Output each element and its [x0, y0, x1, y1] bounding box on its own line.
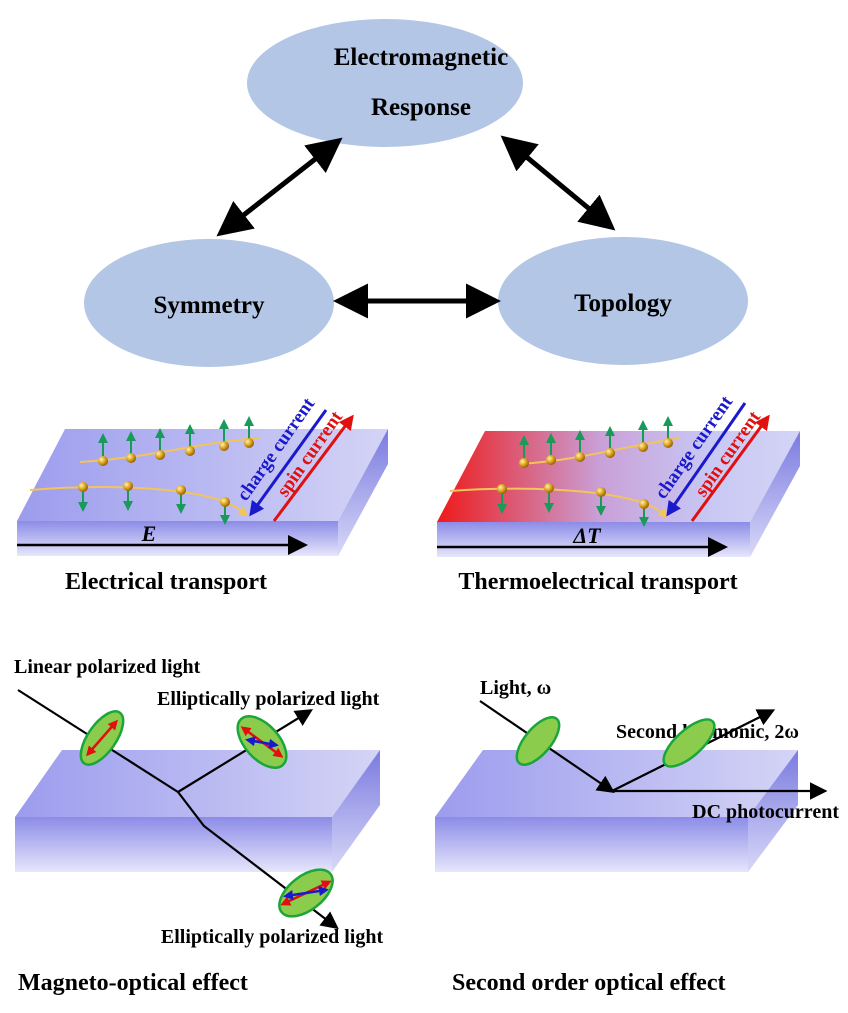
topology-node: [498, 237, 748, 365]
second-harmonic-ellipse: [662, 718, 716, 768]
electron: [98, 456, 108, 466]
concept-triangle: Electromagnetic Response Symmetry Topolo…: [84, 19, 748, 367]
electron: [605, 448, 615, 458]
charge-current-arrow: [666, 402, 747, 517]
dc-photocurrent-label: DC photocurrent: [692, 801, 839, 823]
electron-trajectory-top: [519, 437, 681, 465]
spin-current-arrow: [272, 414, 354, 522]
slab-front: [435, 817, 748, 872]
second-order-optical-panel: Light, ω Second harmonic, 2ω DC photocur…: [435, 677, 839, 996]
reflected-light-label: Elliptically polarized light: [157, 688, 380, 710]
polarization-arrow-blue: [283, 886, 329, 900]
symmetry-label: Symmetry: [153, 292, 265, 319]
electron: [639, 499, 649, 509]
electron: [123, 481, 133, 491]
electron: [126, 453, 136, 463]
em-symmetry-double-arrow: [216, 137, 343, 237]
second-order-caption: Second order optical effect: [452, 970, 725, 996]
slab-top: [435, 750, 798, 817]
electron: [78, 482, 88, 492]
incident-light-ellipse: [515, 716, 561, 766]
electron: [176, 485, 186, 495]
electron: [575, 452, 585, 462]
electrons-bottom: [78, 481, 230, 507]
spin-current-arrow: [690, 414, 770, 522]
electrons-top: [98, 438, 254, 466]
electron: [244, 438, 254, 448]
electron: [220, 497, 230, 507]
electron: [544, 483, 554, 493]
incident-light-label: Light, ω: [480, 677, 551, 699]
thermoelectrical-transport-caption: Thermoelectrical transport: [458, 569, 737, 595]
electromagnetic-response-node: [247, 19, 523, 147]
slab-front: [17, 521, 338, 556]
topology-label: Topology: [574, 290, 672, 317]
slab-side: [748, 750, 798, 872]
linear-polarization-arrow: [86, 719, 118, 757]
reflected-elliptical-polarization: [236, 715, 288, 769]
electron: [638, 442, 648, 452]
electrical-transport-panel: charge current spin current E Electrical…: [17, 394, 388, 595]
electron: [219, 441, 229, 451]
slab-side: [338, 429, 388, 556]
charge-current-arrow: [249, 409, 328, 517]
electrons-top: [519, 438, 673, 468]
transmitted-elliptical-polarization: [278, 868, 334, 918]
magneto-optical-panel: Linear polarized light Elliptically pola…: [14, 656, 383, 996]
electric-field-symbol: E: [141, 521, 157, 546]
electron: [155, 450, 165, 460]
electromagnetic-label-line1: Electromagnetic: [334, 44, 508, 71]
electron: [185, 446, 195, 456]
slab-side: [750, 431, 800, 557]
temperature-gradient-symbol: ΔT: [572, 523, 602, 548]
em-topology-double-arrow: [500, 135, 616, 231]
transmitted-light-label: Elliptically polarized light: [161, 926, 384, 948]
incident-light-label: Linear polarized light: [14, 656, 201, 678]
slab-top: [15, 750, 380, 817]
thermoelectrical-transport-panel: charge current spin current ΔT Thermoele…: [437, 392, 800, 595]
electrons-bottom: [497, 483, 649, 509]
slab-front: [15, 817, 332, 872]
electron: [596, 487, 606, 497]
electron: [519, 458, 529, 468]
electromagnetic-label-line2: Response: [371, 94, 471, 121]
linear-polarization-ellipse: [79, 710, 125, 766]
slab-side: [332, 750, 380, 872]
electrical-transport-caption: Electrical transport: [65, 569, 267, 595]
electron: [497, 484, 507, 494]
electron: [546, 455, 556, 465]
symmetry-node: [84, 239, 334, 367]
polarization-arrow-blue: [245, 736, 279, 749]
magneto-optical-caption: Magneto-optical effect: [18, 970, 248, 996]
electron: [663, 438, 673, 448]
